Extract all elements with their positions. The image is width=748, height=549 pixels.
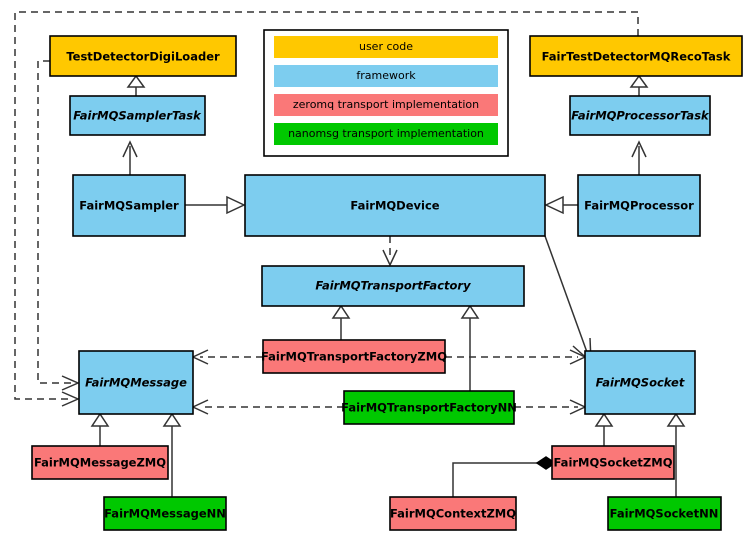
node-fairmqmessagezmq[interactable]: FairMQMessageZMQ xyxy=(31,445,169,480)
edge-device-to-socket xyxy=(544,235,592,364)
node-fairmqmessage[interactable]: FairMQMessage xyxy=(78,350,194,415)
legend-item-nanomsg: nanomsg transport implementation xyxy=(274,123,498,145)
node-fairmqprocessor[interactable]: FairMQProcessor xyxy=(577,174,701,237)
edge-processor-to-device xyxy=(544,195,578,215)
legend-item-user-code: user code xyxy=(274,36,498,58)
edge-digiloader-to-message xyxy=(37,60,80,391)
node-label: FairMQMessage xyxy=(85,376,187,390)
edge-factoryzmq-to-transportfactory xyxy=(331,304,351,340)
edge-factorynn-to-transportfactory xyxy=(460,304,480,391)
node-label: FairMQSamplerTask xyxy=(73,109,202,123)
node-fairmqcontextzmq[interactable]: FairMQContextZMQ xyxy=(389,496,517,531)
node-fairmqprocessortask[interactable]: FairMQProcessorTask xyxy=(569,95,711,136)
node-fairmqsocketzmq[interactable]: FairMQSocketZMQ xyxy=(551,445,675,480)
node-fairmqsocket[interactable]: FairMQSocket xyxy=(584,350,696,415)
edge-recotask-to-message xyxy=(14,11,639,407)
node-label: FairMQSocketNN xyxy=(610,507,719,521)
node-label: FairMQDevice xyxy=(350,199,439,213)
edge-factoryzmq-to-message xyxy=(191,349,263,365)
edge-messagenn-to-message xyxy=(162,412,182,497)
edge-processor-to-processortask xyxy=(631,140,647,175)
edge-sampler-to-device xyxy=(185,195,246,215)
edge-socketzmq-to-socket xyxy=(594,412,614,446)
node-fairmqsocketnn[interactable]: FairMQSocketNN xyxy=(607,496,722,531)
edge-messagezmq-to-message xyxy=(90,412,110,446)
edge-contextzmq-to-socketzmq xyxy=(452,456,557,497)
node-label: FairMQMessageNN xyxy=(104,507,226,521)
node-fairmqsampler[interactable]: FairMQSampler xyxy=(72,174,186,237)
node-testdetectordigiloader[interactable]: TestDetectorDigiLoader xyxy=(49,35,237,77)
node-fairmqtransportfactorynn[interactable]: FairMQTransportFactoryNN xyxy=(341,390,517,425)
legend-label: framework xyxy=(356,69,416,82)
node-label: FairMQTransportFactoryZMQ xyxy=(261,350,447,364)
edge-device-to-transportfactory xyxy=(382,236,398,267)
node-label: FairTestDetectorMQRecoTask xyxy=(542,50,731,64)
legend-item-zeromq: zeromq transport implementation xyxy=(274,94,498,116)
edge-factoryzmq-to-socket xyxy=(445,349,587,365)
node-fairtestdetectormqrecotask[interactable]: FairTestDetectorMQRecoTask xyxy=(529,35,743,77)
legend: user code framework zeromq transport imp… xyxy=(263,29,509,157)
node-fairmqtransportfactory[interactable]: FairMQTransportFactory xyxy=(261,265,525,307)
edge-factorynn-to-message xyxy=(191,399,344,415)
node-fairmqmessagenn[interactable]: FairMQMessageNN xyxy=(103,496,227,531)
node-label: FairMQTransportFactoryNN xyxy=(341,401,517,415)
node-layer: TestDetectorDigiLoader FairTestDetectorM… xyxy=(31,35,743,531)
legend-item-framework: framework xyxy=(274,65,498,87)
node-label: FairMQSocket xyxy=(596,376,685,390)
legend-label: user code xyxy=(359,40,413,53)
edge-samplertask-to-digiloader xyxy=(126,74,146,96)
node-fairmqsamplertask[interactable]: FairMQSamplerTask xyxy=(69,95,206,136)
node-fairmqtransportfactoryzmq[interactable]: FairMQTransportFactoryZMQ xyxy=(261,339,447,374)
node-label: FairMQProcessor xyxy=(584,199,694,213)
node-label: FairMQSocketZMQ xyxy=(554,456,673,470)
node-fairmqdevice[interactable]: FairMQDevice xyxy=(244,174,546,237)
node-label: FairMQContextZMQ xyxy=(390,507,516,521)
edge-socketnn-to-socket xyxy=(666,412,686,497)
edge-sampler-to-samplertask xyxy=(122,140,138,175)
edge-processortask-to-recotask xyxy=(629,74,649,96)
legend-label: zeromq transport implementation xyxy=(293,98,479,111)
node-label: FairMQSampler xyxy=(79,199,179,213)
legend-label: nanomsg transport implementation xyxy=(288,127,484,140)
node-label: FairMQTransportFactory xyxy=(315,279,471,293)
node-label: FairMQMessageZMQ xyxy=(34,456,166,470)
edge-layer xyxy=(14,11,686,497)
edge-factorynn-to-socket xyxy=(514,399,587,415)
node-label: FairMQProcessorTask xyxy=(571,109,710,123)
node-label: TestDetectorDigiLoader xyxy=(66,50,220,64)
